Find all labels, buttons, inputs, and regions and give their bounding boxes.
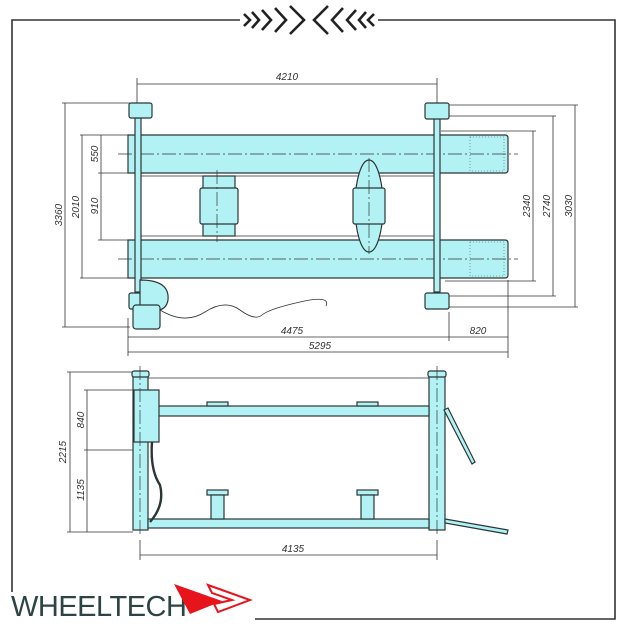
motor-unit [132,279,169,330]
ramp-lowered [444,518,509,535]
side-view: 2215 840 1135 4135 [58,366,509,560]
arrow-logo-icon [174,584,222,614]
wheeltech-logo: WHEELTECH [11,583,253,623]
dim-820: 820 [470,326,487,337]
dim-2740: 2740 [542,194,553,218]
dim-840: 840 [76,411,87,428]
jack-left [199,170,239,242]
post-top-left [128,102,153,119]
runway-bottom [118,239,518,279]
dim-2215: 2215 [58,440,69,464]
dim-910: 910 [90,197,101,214]
dim-5295: 5295 [309,341,332,352]
dim-4475: 4475 [281,326,304,337]
upper-beam [157,405,430,417]
lower-jack-left [206,489,229,520]
dim-4210: 4210 [276,72,299,83]
lower-jack-right [356,489,379,520]
jack-right [352,158,386,254]
dim-3360: 3360 [54,203,65,226]
ramp-raised [443,407,476,465]
dim-3030: 3030 [564,194,575,217]
crossbeam-right [433,117,441,293]
dim-2340: 2340 [522,194,533,218]
runway-top [118,134,518,174]
dim-1135: 1135 [76,479,87,501]
post-bottom-right [424,292,450,310]
lower-beam [147,518,430,529]
ornament-icon [243,5,375,35]
dim-2010: 2010 [71,195,82,219]
brand-name: WHEELTECH [11,591,186,623]
dim-550: 550 [90,145,101,162]
crossbeam-left [134,117,142,293]
top-view: 4210 3360 2010 550 910 2340 2740 3030 44… [54,72,578,358]
frame-border [11,19,616,620]
control-box [133,389,160,443]
post-top-right [424,102,450,120]
dim-4135: 4135 [282,544,305,555]
hydraulic-cable [159,298,328,319]
